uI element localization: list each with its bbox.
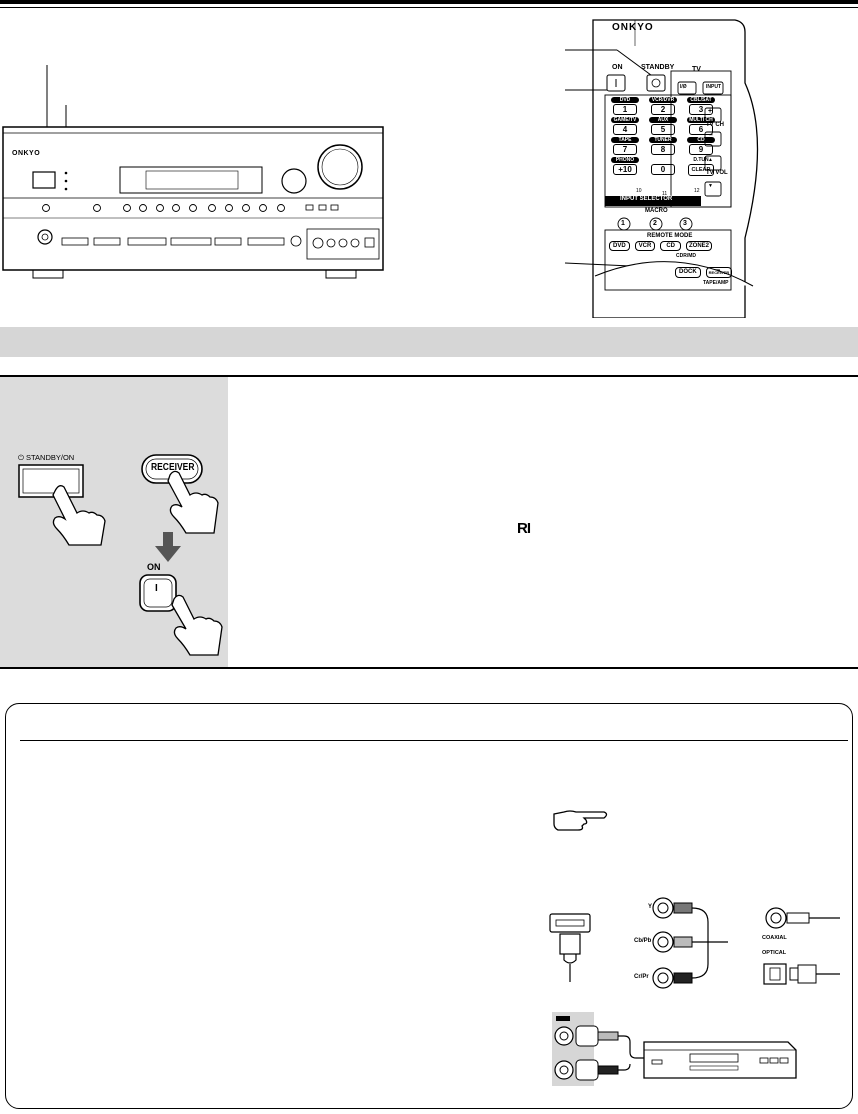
remote-standby-label: STANDBY bbox=[641, 64, 675, 71]
input-key[interactable]: GAME/TV 4 bbox=[608, 117, 642, 135]
tv-io-button[interactable]: I/Ø bbox=[680, 84, 687, 90]
connectors-illustration bbox=[549, 897, 840, 1086]
standby-on-label: ⏻ STANDBY/ON bbox=[18, 453, 75, 462]
pointing-hand-icon bbox=[553, 810, 608, 831]
remote-tv-label: TV bbox=[692, 66, 701, 73]
macro-label: MACRO bbox=[645, 208, 668, 214]
input-key[interactable]: CBL/SAT 3 bbox=[684, 97, 718, 115]
tape-amp-label: TAPE/AMP bbox=[703, 280, 729, 286]
optical-label: OPTICAL bbox=[762, 950, 787, 956]
tv-input-button[interactable]: INPUT bbox=[706, 84, 721, 90]
remote-brand-logo: ONKYO bbox=[612, 22, 654, 33]
cdr-md-label: CDR/MD bbox=[676, 253, 696, 259]
on-button-symbol: I bbox=[155, 583, 158, 594]
input-key[interactable]: AUX 5 bbox=[646, 117, 680, 135]
input-key[interactable]: DVD 1 bbox=[608, 97, 642, 115]
input-key[interactable]: PHONO +10 bbox=[608, 157, 642, 176]
tv-vol-down-button[interactable]: ▼ bbox=[708, 183, 713, 189]
receiver-front-panel-illustration bbox=[2, 65, 384, 279]
section-bottom-rule bbox=[0, 667, 858, 669]
input-key[interactable]: CD 9 bbox=[684, 137, 718, 155]
input-key[interactable]: 0 bbox=[646, 157, 680, 176]
component-cb-label: Cb/Pb bbox=[634, 938, 652, 944]
remote-mode-label: REMOTE MODE bbox=[647, 233, 693, 239]
mode-zone2-button[interactable]: ZONE2 bbox=[686, 241, 713, 251]
receiver-brand-logo: ONKYO bbox=[12, 150, 41, 157]
coaxial-label: COAXIAL bbox=[762, 935, 787, 941]
component-y-label: Y bbox=[648, 904, 653, 910]
remote-mode-row-2: DOCK RECEIVER bbox=[675, 267, 733, 278]
on-button-press-illustration bbox=[139, 574, 223, 656]
header-rule-thin bbox=[0, 7, 858, 8]
sub-num-11: 11 bbox=[662, 191, 668, 197]
remote-control-illustration bbox=[564, 19, 759, 318]
ri-logo-icon: RI bbox=[517, 520, 531, 537]
mode-receiver-button[interactable]: RECEIVER bbox=[705, 267, 733, 278]
macro-key-3[interactable]: 3 bbox=[683, 220, 687, 227]
tip-box bbox=[5, 703, 853, 1109]
mode-dock-button[interactable]: DOCK bbox=[675, 267, 701, 278]
tv-ch-up-button[interactable]: + bbox=[708, 108, 713, 115]
header-rule-thick bbox=[0, 0, 858, 4]
macro-key-1[interactable]: 1 bbox=[621, 220, 625, 227]
mode-vcr-button[interactable]: VCR bbox=[634, 241, 656, 251]
input-key[interactable]: D.TUN CLEAR bbox=[684, 157, 718, 176]
remote-mode-row-1: DVD VCR CD ZONE2 bbox=[609, 241, 713, 251]
input-selector-label: INPUT SELECTOR bbox=[620, 196, 673, 202]
input-key[interactable]: TUNER 8 bbox=[646, 137, 680, 155]
input-key[interactable]: MULTI CH 6 bbox=[684, 117, 718, 135]
mode-dvd-button[interactable]: DVD bbox=[609, 241, 630, 251]
section-heading-band bbox=[0, 327, 858, 357]
tv-vol-label: TV VOL bbox=[706, 170, 728, 176]
remote-on-label: ON bbox=[612, 64, 623, 71]
input-key[interactable]: TAPE 7 bbox=[608, 137, 642, 155]
sub-num-12: 12 bbox=[694, 188, 700, 194]
input-key[interactable]: VCR/DVR 2 bbox=[646, 97, 680, 115]
section-top-rule bbox=[0, 375, 858, 377]
receiver-button-press-illustration bbox=[141, 454, 219, 534]
component-cr-label: Cr/Pr bbox=[634, 974, 649, 980]
macro-key-2[interactable]: 2 bbox=[653, 220, 657, 227]
input-selector-keypad: DVD 1 VCR/DVR 2 CBL/SAT 3 GAME/TV 4 AUX … bbox=[608, 97, 726, 176]
receiver-button-label: RECEIVER bbox=[151, 462, 195, 473]
mode-cd-button[interactable]: CD bbox=[660, 241, 682, 251]
tv-ch-label: TV CH bbox=[706, 122, 724, 128]
standby-on-button-press-illustration bbox=[18, 464, 106, 546]
on-label: ON bbox=[147, 562, 161, 572]
tv-vol-up-button[interactable]: ▲ bbox=[708, 157, 713, 163]
tip-box-rule bbox=[20, 740, 848, 741]
sub-num-10: 10 bbox=[636, 188, 642, 194]
tv-ch-down-button[interactable]: – bbox=[709, 132, 713, 139]
down-arrow-icon bbox=[155, 532, 181, 562]
